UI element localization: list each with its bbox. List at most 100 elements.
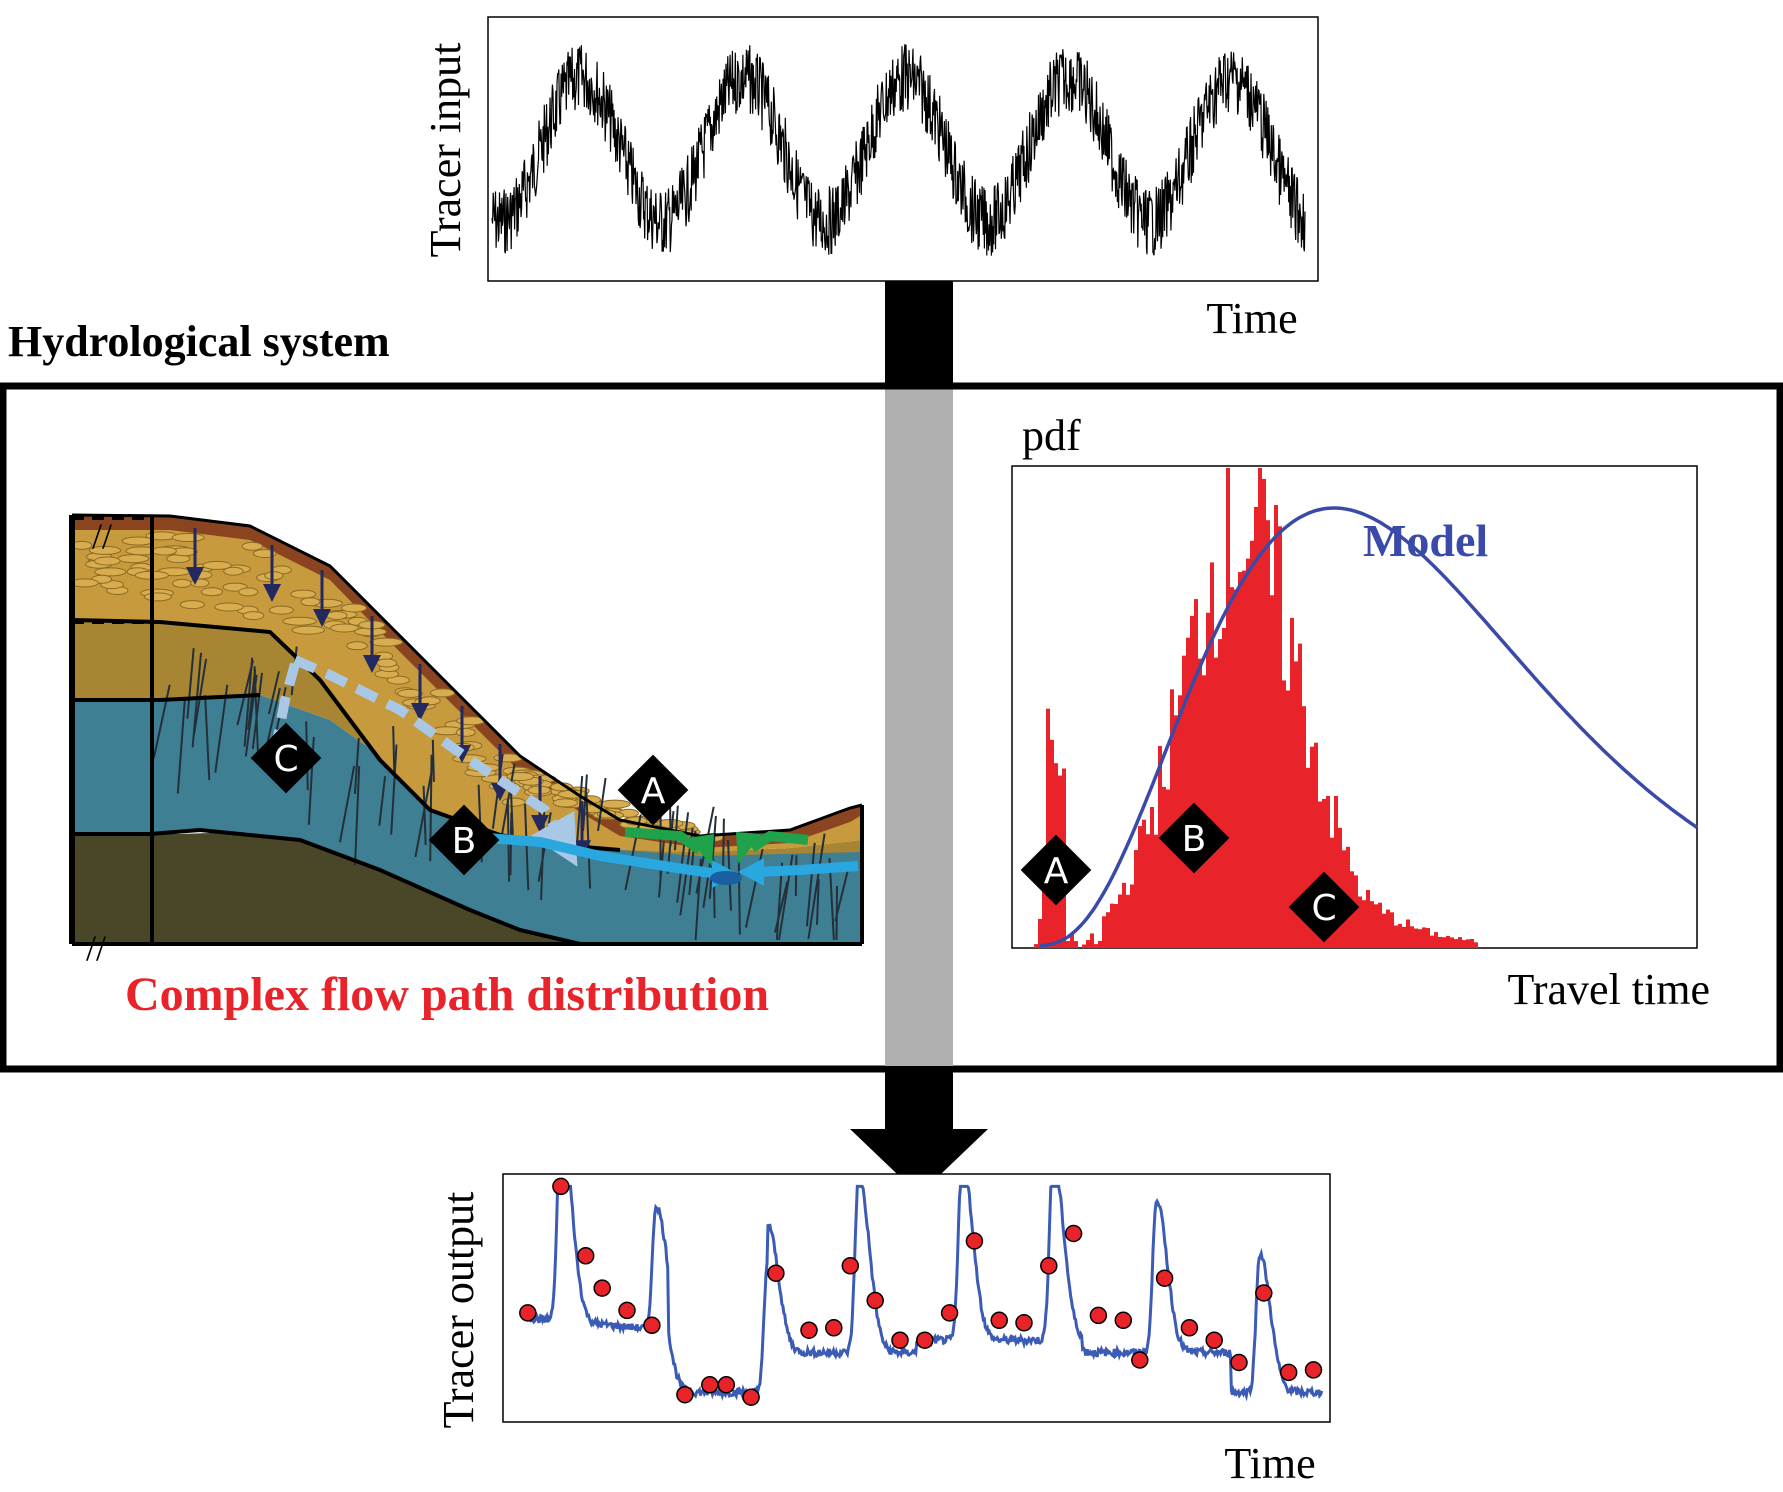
histogram-bar (1130, 884, 1134, 948)
root-line (267, 671, 280, 715)
histogram-bar (1222, 628, 1226, 948)
pdf-xlabel: Travel time (1508, 965, 1710, 1014)
observed-point (940, 1304, 959, 1322)
soil-lens (94, 567, 127, 577)
soil-lens (418, 696, 441, 706)
histogram-bar (1454, 939, 1458, 948)
observed-point (825, 1319, 843, 1337)
overland-flow-arrowhead-right (736, 832, 762, 864)
overland-flow-arrowhead-left (688, 834, 714, 866)
histogram-bar (1442, 937, 1446, 948)
soil-lens (190, 578, 210, 588)
root-line (794, 855, 798, 897)
histogram-bar (1066, 941, 1070, 948)
stream-channel (710, 871, 742, 885)
root-line (176, 697, 186, 794)
histogram-bar (1234, 589, 1238, 948)
histogram-bar (1390, 912, 1394, 948)
root-line (236, 660, 254, 726)
soil-lens (386, 675, 410, 685)
histogram-bars (1034, 468, 1478, 948)
root-line (624, 814, 642, 891)
root-line (582, 774, 588, 831)
root-line (834, 868, 850, 922)
root-line (247, 668, 257, 731)
histogram-bar (1182, 655, 1186, 948)
observed-point (701, 1376, 719, 1394)
histogram-bar (1426, 928, 1430, 948)
histogram-bar (1226, 468, 1230, 948)
histogram-bar (1146, 834, 1150, 948)
observed-point (1230, 1353, 1248, 1372)
root-line (524, 803, 530, 891)
histogram-bar (1034, 944, 1038, 948)
root-line (431, 739, 435, 782)
histogram-bar (1318, 801, 1322, 948)
model-label: Model (1363, 515, 1488, 566)
histogram-bar (1274, 505, 1278, 948)
histogram-bar (1186, 637, 1190, 948)
down-arrow-head (850, 1129, 988, 1195)
histogram-bar (1374, 904, 1378, 948)
histogram-bar (1142, 819, 1146, 948)
root-line (244, 674, 258, 757)
observed-point (965, 1232, 984, 1250)
histogram-bar (1102, 916, 1106, 948)
system-box (0, 382, 1783, 1073)
histogram-bar (1250, 540, 1254, 948)
observed-point (1131, 1351, 1149, 1369)
observed-point (576, 1247, 595, 1265)
soil-lens (397, 688, 423, 698)
observed-point (1155, 1269, 1174, 1287)
histogram-bar (1402, 926, 1406, 948)
histogram-bar (1154, 834, 1158, 948)
pdf-marker-a: A (1020, 834, 1092, 906)
histogram-bar (1122, 882, 1126, 948)
observed-point (841, 1257, 860, 1275)
observed-point (1089, 1306, 1108, 1325)
soil-lens (241, 541, 264, 551)
histogram-bar (1110, 903, 1114, 948)
histogram-bar (1086, 940, 1090, 948)
histogram-bar (1254, 507, 1258, 948)
histogram-bar (1462, 940, 1466, 948)
output-plot-frame (502, 1173, 1331, 1423)
pdf-marker-b: B (1158, 802, 1230, 874)
histogram-bar (1422, 927, 1426, 948)
subsoil-layer (72, 620, 862, 856)
infiltration-arrows (186, 528, 591, 859)
histogram-bar (1218, 639, 1222, 948)
soil-lens (340, 603, 367, 613)
root-line (390, 744, 398, 835)
observed-point (1304, 1361, 1323, 1379)
connector-gray-band-inside (885, 390, 953, 1066)
system-title: Hydrological system (8, 317, 390, 366)
observed-point (916, 1331, 934, 1349)
histogram-bar (1298, 643, 1302, 948)
soil-lens (252, 549, 277, 558)
histogram-bar (1446, 935, 1450, 948)
root-line (674, 805, 679, 851)
svg-text:B: B (452, 821, 477, 862)
soil-lens (346, 641, 368, 651)
histogram-bar (1038, 918, 1042, 948)
histogram-bar (1198, 658, 1202, 948)
histogram-bar (1470, 939, 1474, 948)
histogram-bar (1074, 941, 1078, 948)
svg-text:A: A (641, 771, 666, 812)
histogram-bar (1206, 612, 1210, 948)
observed-point (1040, 1257, 1058, 1275)
root-line (575, 776, 584, 847)
histogram-bar (1302, 706, 1306, 948)
root-line (354, 766, 361, 866)
soil-lens (330, 623, 359, 633)
histogram-bar (1246, 558, 1250, 948)
observed-point (717, 1376, 736, 1394)
soil-lens (376, 658, 398, 668)
histogram-bar (1406, 919, 1410, 948)
histogram-bar (1334, 796, 1338, 948)
histogram-bar (1046, 708, 1050, 948)
histogram-bar (1434, 932, 1438, 948)
histogram-bar (1202, 675, 1206, 948)
